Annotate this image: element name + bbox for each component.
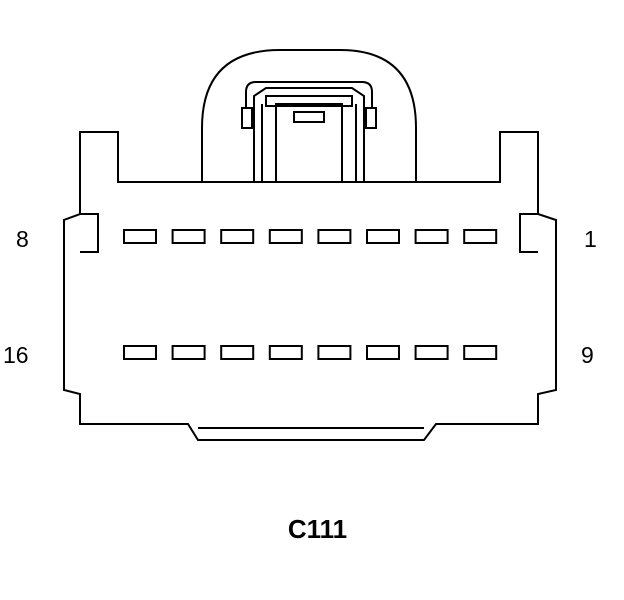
pin-cavity [171, 229, 206, 244]
pin-cavity [317, 345, 352, 360]
pin-cavity [463, 229, 498, 244]
pin-cavity [268, 229, 303, 244]
latch-arch-outer [201, 49, 417, 182]
pin-label-9: 9 [581, 342, 594, 368]
pin-cavity [414, 229, 449, 244]
pin-cavity [317, 229, 352, 244]
pin-cavity [366, 229, 400, 244]
pin-label-16: 16 [3, 342, 29, 368]
latch-tab [265, 95, 353, 107]
left-key [80, 213, 99, 253]
pin-cavity [414, 345, 449, 360]
pin-cavity [171, 345, 206, 360]
pin-label-1: 1 [584, 226, 597, 252]
pin-cavity [366, 345, 400, 360]
connector-id-label: C111 [287, 514, 348, 544]
pin-cavity [220, 345, 255, 360]
latch-arch-inner-2 [253, 87, 365, 182]
pin-cavity [220, 229, 255, 244]
pin-cavity [463, 345, 498, 360]
latch-arch-inner [245, 81, 373, 108]
pin-row-bottom [123, 345, 498, 360]
latch-clip-left [241, 107, 253, 129]
pin-cavity [123, 345, 157, 360]
housing-outline [63, 131, 557, 441]
pin-cavity [268, 345, 303, 360]
pin-label-8: 8 [16, 226, 29, 252]
latch-clip-right [365, 107, 377, 129]
pin-cavity [123, 229, 157, 244]
right-key [519, 213, 538, 253]
pin-row-top [123, 229, 498, 244]
latch-tab-inner [293, 111, 325, 123]
latch-body [275, 103, 343, 183]
